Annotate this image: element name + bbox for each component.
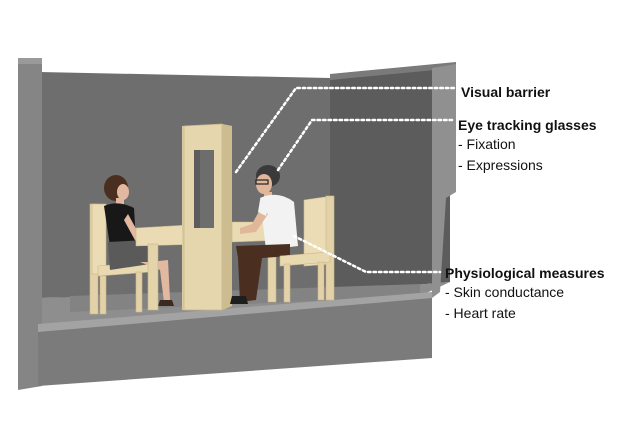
- eye-tracking-item-expressions: - Expressions: [458, 155, 597, 176]
- left-chair-leg-front: [136, 272, 142, 312]
- label-visual-barrier: Visual barrier: [461, 83, 550, 101]
- physiological-item-skin-conductance: - Skin conductance: [445, 282, 605, 303]
- physiological-item-heart-rate: - Heart rate: [445, 303, 605, 324]
- left-chair-back: [92, 204, 106, 274]
- eye-tracking-item-fixation: - Fixation: [458, 134, 597, 155]
- table-left-leg: [148, 244, 158, 310]
- barrier-side-face: [222, 124, 232, 310]
- visual-barrier-title: Visual barrier: [461, 83, 550, 101]
- left-wall-top: [18, 58, 42, 64]
- label-physiological-measures: Physiological measures - Skin conductanc…: [445, 264, 605, 324]
- right-chair-back-post: [326, 196, 334, 300]
- woman-face: [117, 184, 129, 200]
- man-shoe: [230, 296, 248, 304]
- barrier-window-shade: [194, 150, 200, 228]
- physiological-title: Physiological measures: [445, 264, 605, 282]
- right-chair-leg-front: [284, 264, 290, 302]
- right-chair-leg-back: [318, 262, 324, 300]
- visual-barrier-divider: [182, 124, 232, 310]
- label-eye-tracking-glasses: Eye tracking glasses - Fixation - Expres…: [458, 116, 597, 176]
- eye-tracking-title: Eye tracking glasses: [458, 116, 597, 134]
- left-chair-leg-back: [100, 276, 106, 314]
- woman-shoe: [158, 300, 174, 306]
